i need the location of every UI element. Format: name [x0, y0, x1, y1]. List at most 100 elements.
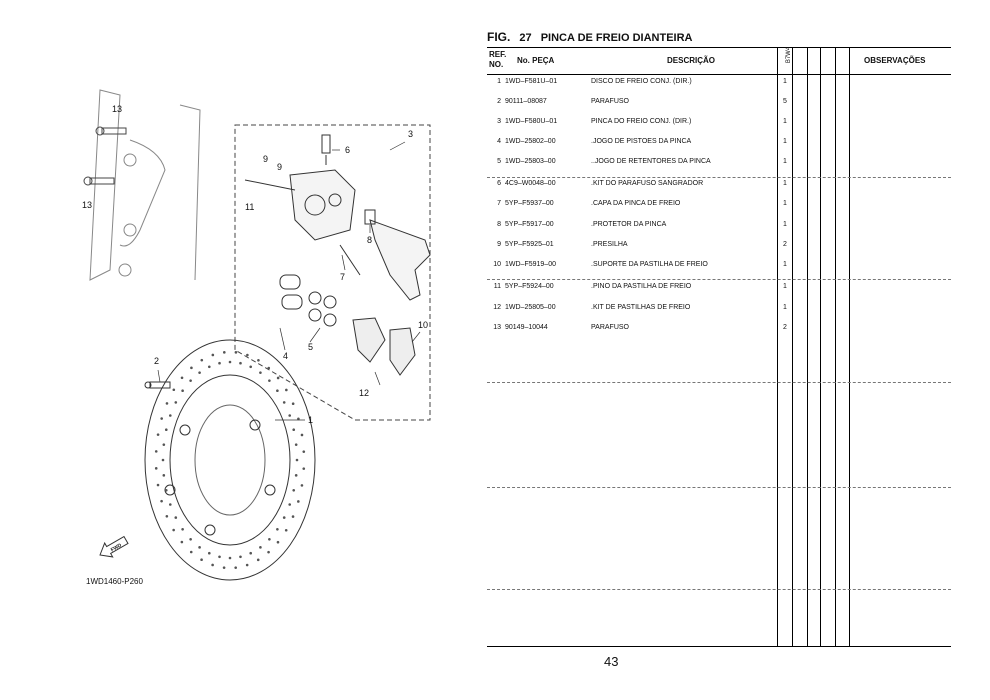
row-desc: PARAFUSO [591, 324, 629, 331]
row-desc: .PINO DA PASTILHA DE FREIO [591, 283, 692, 290]
table-top-rule [487, 47, 951, 48]
disc-hole [189, 537, 192, 541]
row-desc: PARAFUSO [591, 98, 629, 105]
disc-hole [165, 514, 169, 518]
caliper-body [289, 169, 356, 241]
disc-hole [169, 503, 172, 506]
fig-title: PINCA DE FREIO DIANTEIRA [540, 32, 693, 44]
fwd-arrow: FWD [99, 535, 129, 558]
callout-1: 1 [308, 415, 313, 425]
disc-hole [222, 566, 226, 569]
disc-hole [211, 563, 214, 567]
row-qty: 1 [783, 138, 787, 145]
row-ref: 12 [493, 304, 501, 311]
callout-13a: 13 [112, 104, 122, 114]
fig-number: 27 [519, 32, 532, 44]
callout-13b: 13 [82, 200, 92, 210]
row-qty: 1 [783, 78, 787, 85]
callout-8: 8 [367, 235, 372, 245]
disc-hole [294, 443, 298, 446]
disc-hole [207, 551, 211, 555]
column-divider [807, 47, 808, 647]
disc-hole [268, 537, 271, 541]
table-header-rule [487, 74, 951, 75]
row-ref: 8 [497, 221, 501, 228]
row-qty: 1 [783, 158, 787, 165]
row-ref: 9 [497, 241, 501, 248]
disc-hole [284, 528, 288, 532]
callout-2: 2 [154, 356, 159, 366]
disc-hole [276, 540, 280, 544]
disc-hole [162, 474, 166, 477]
row-desc: .JOGO DE PISTOES DA PINCA [591, 138, 692, 145]
row-ref: 2 [497, 98, 501, 105]
disc-hole [249, 365, 253, 369]
disc-hole [288, 503, 291, 506]
disc-hole [180, 376, 184, 380]
disc-hole [180, 540, 184, 544]
disc-hole [207, 365, 211, 369]
row-desc: ..JOGO DE RETENTORES DA PINCA [591, 158, 711, 165]
header-observations: OBSERVAÇÕES [864, 56, 926, 65]
disc-hole [285, 388, 288, 392]
disc-hole [300, 433, 304, 437]
pistons [279, 274, 303, 310]
bleeder-screw [321, 134, 331, 165]
header-description: DESCRIÇÃO [667, 56, 716, 65]
row-qty: 1 [783, 283, 787, 290]
disc-hole [297, 500, 300, 503]
disc-hole [276, 527, 279, 531]
row-desc: .KIT DO PARAFUSO SANGRADOR [591, 180, 704, 187]
row-part: 1WD–25803–00 [505, 158, 556, 165]
bolt-13-upper [95, 126, 127, 136]
callout-7: 7 [340, 272, 345, 282]
disc-hole [164, 488, 168, 492]
disc-hole [268, 379, 271, 383]
diagram-part-code: 1WD1460-P260 [86, 577, 143, 586]
disc-hole [156, 433, 160, 436]
disc-hole [160, 417, 163, 420]
disc-hole [259, 546, 262, 549]
page-number: 43 [604, 654, 619, 669]
disc-hole [200, 358, 204, 362]
row-qty: 1 [783, 180, 787, 187]
disc-hole [294, 474, 298, 477]
disc-hole [257, 358, 260, 362]
row-part: 5YP–F5937–00 [505, 200, 554, 207]
brake-pads [352, 317, 416, 376]
disc-hole [154, 467, 158, 470]
disc-hole [165, 402, 169, 405]
column-divider [777, 47, 778, 647]
header-model: B7W4 [786, 46, 792, 64]
disc-hole [302, 450, 306, 453]
row-qty: 2 [783, 241, 787, 248]
row-part: 90149–10044 [505, 324, 548, 331]
callout-6: 6 [345, 145, 350, 155]
disc-hole [181, 389, 184, 393]
table-bottom-rule [487, 646, 951, 647]
column-divider [792, 47, 793, 647]
caliper-bracket [369, 219, 431, 301]
row-ref: 10 [493, 261, 501, 268]
row-ref: 1 [497, 78, 501, 85]
disc-hole [295, 458, 299, 462]
caliper-boot-8 [364, 209, 376, 225]
disc-hole [198, 546, 201, 549]
disc-hole [156, 483, 160, 487]
disc-hole [211, 353, 215, 357]
disc-hole [282, 516, 286, 519]
disc-hole [189, 379, 192, 383]
row-ref: 4 [497, 138, 501, 145]
disc-hole [292, 488, 296, 492]
svg-text:FWD: FWD [110, 542, 123, 553]
disc-hole [161, 458, 165, 462]
disc-hole [292, 428, 296, 432]
callout-10: 10 [418, 320, 428, 330]
